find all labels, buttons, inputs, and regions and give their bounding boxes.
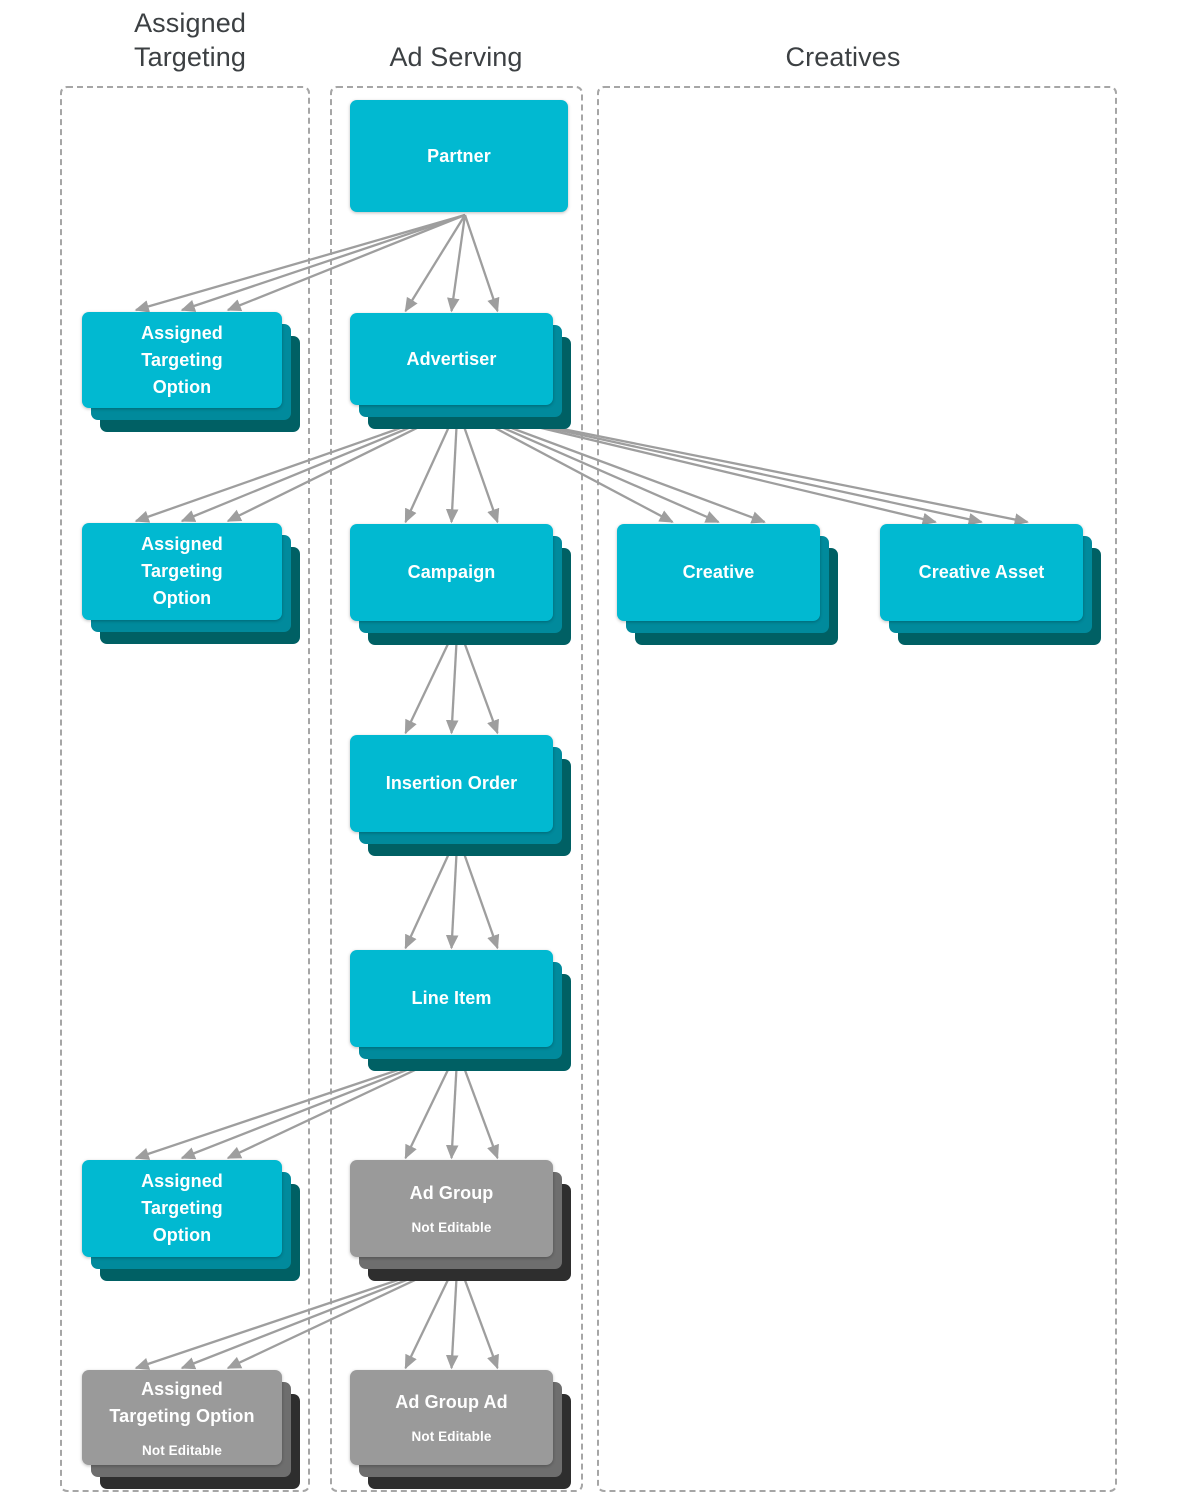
node-campaign[interactable]: Campaign xyxy=(350,524,571,645)
node-partner[interactable]: Partner xyxy=(350,100,586,236)
column-header-ad-serving: Ad Serving xyxy=(389,42,523,72)
node-label-partner: Partner xyxy=(427,145,491,166)
node-card-partner[interactable]: Partner xyxy=(350,100,568,212)
node-card-line-item[interactable]: Line Item xyxy=(350,950,553,1047)
node-label-advertiser: Advertiser xyxy=(406,348,497,369)
node-creative-asset[interactable]: Creative Asset xyxy=(880,524,1101,645)
node-card-campaign[interactable]: Campaign xyxy=(350,524,553,621)
node-label-insertion-order: Insertion Order xyxy=(385,773,518,793)
node-sublabel-ad-group: Not Editable xyxy=(411,1220,492,1235)
node-label-ad-group-ad: Ad Group Ad xyxy=(395,1392,508,1412)
node-advertiser[interactable]: Advertiser xyxy=(350,313,571,429)
node-creative[interactable]: Creative xyxy=(617,524,838,645)
node-assigned-targeting-option-advertiser[interactable]: Assigned Targeting Option xyxy=(82,523,300,644)
node-assigned-targeting-option-lineitem[interactable]: Assigned Targeting Option xyxy=(82,1160,300,1281)
node-card-assigned-targeting-option-lineitem[interactable]: Assigned Targeting Option xyxy=(82,1160,282,1257)
node-sublabel-ad-group-ad: Not Editable xyxy=(411,1429,492,1444)
node-label-assigned-targeting-option-advertiser: Assigned Targeting Option xyxy=(141,534,223,608)
column-header-creatives: Creatives xyxy=(785,42,901,72)
node-label-ad-group: Ad Group xyxy=(409,1183,494,1203)
group-box-ad-serving xyxy=(330,86,583,1492)
node-card-creative[interactable]: Creative xyxy=(617,524,820,621)
node-card-assigned-targeting-option-advertiser[interactable]: Assigned Targeting Option xyxy=(82,523,282,620)
column-header-assigned-targeting: Assigned Targeting xyxy=(134,8,246,72)
node-sublabel-assigned-targeting-option-adgroup: Not Editable xyxy=(142,1442,222,1458)
node-label-assigned-targeting-option-lineitem: Assigned Targeting Option xyxy=(141,1171,223,1245)
node-insertion-order[interactable]: Insertion Order xyxy=(350,735,571,856)
node-assigned-targeting-option-partner[interactable]: Assigned Targeting Option xyxy=(82,312,300,432)
node-label-creative-asset: Creative Asset xyxy=(918,562,1045,582)
node-label-assigned-targeting-option-adgroup: Assigned Targeting Option xyxy=(109,1378,255,1426)
node-label-creative: Creative xyxy=(682,562,755,582)
node-card-assigned-targeting-option-partner[interactable]: Assigned Targeting Option xyxy=(82,312,282,408)
node-line-item[interactable]: Line Item xyxy=(350,950,571,1071)
node-card-ad-group-ad[interactable]: Ad Group Ad Not Editable xyxy=(350,1370,553,1465)
node-card-creative-asset[interactable]: Creative Asset xyxy=(880,524,1083,621)
node-label-line-item: Line Item xyxy=(411,988,492,1008)
node-label-assigned-targeting-option-partner: Assigned Targeting Option xyxy=(141,322,223,397)
node-label-campaign: Campaign xyxy=(407,562,496,582)
group-box-creatives xyxy=(597,86,1117,1492)
group-box-assigned-targeting xyxy=(60,86,310,1492)
node-card-advertiser[interactable]: Advertiser xyxy=(350,313,553,405)
node-ad-group-ad[interactable]: Ad Group Ad Not Editable xyxy=(350,1370,571,1489)
node-card-insertion-order[interactable]: Insertion Order xyxy=(350,735,553,832)
